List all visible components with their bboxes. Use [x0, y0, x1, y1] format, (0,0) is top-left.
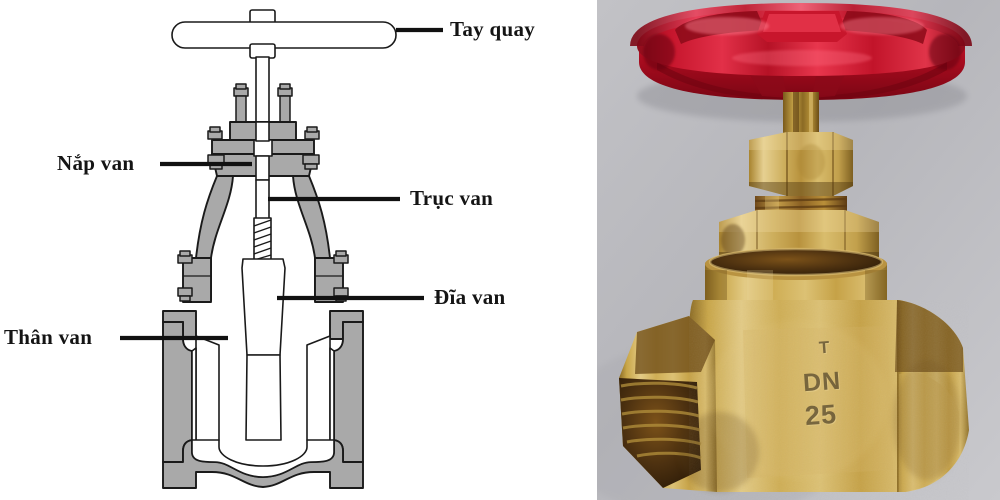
handwheel-red [630, 2, 972, 122]
label-nap-van: Nắp van [57, 151, 135, 175]
label-than-van: Thân van [4, 325, 93, 349]
label-truc-van: Trục van [410, 186, 494, 210]
valve-disc-wedge [241, 258, 286, 356]
label-tay-quay: Tay quay [450, 17, 536, 41]
brass-valve-photo-svg [597, 0, 1000, 500]
leader-lines [120, 27, 443, 341]
brass-valve-photo-panel: T DN 25 [597, 0, 1000, 500]
bonnet-top-studs [233, 83, 293, 123]
packing-hex-nut [749, 132, 853, 196]
bonnet-group [207, 121, 320, 181]
stem-thread-hatch [253, 219, 272, 261]
valve-body-brass [619, 300, 969, 500]
valve-stem-lower [253, 179, 272, 261]
handwheel-group [171, 9, 397, 59]
body-bonnet-mid-flange [177, 250, 349, 303]
gate-valve-cutaway-svg: .ln { fill:none; stroke:#1a1a1a; stroke-… [120, 9, 443, 489]
valve-body-group [162, 310, 364, 489]
gate-valve-diagram-panel: .ln { fill:none; stroke:#1a1a1a; stroke-… [4, 9, 536, 489]
label-dia-van: Đĩa van [434, 285, 506, 309]
